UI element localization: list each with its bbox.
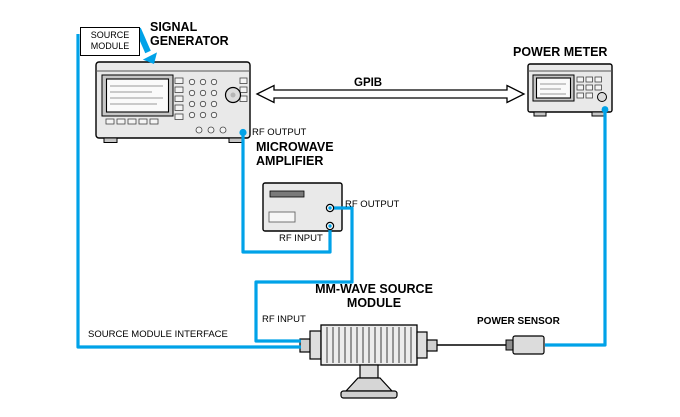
gpib-bus-arrow — [255, 84, 526, 104]
microwave-amplifier-label: MICROWAVE AMPLIFIER — [256, 140, 334, 168]
power-sensor-device — [437, 335, 545, 355]
source-module-interface-label: SOURCE MODULE INTERFACE — [88, 329, 228, 340]
rf-cable-amp-to-module — [254, 206, 354, 343]
siggen-rf-output-label: RF OUTPUT — [252, 127, 307, 138]
power-meter-label: POWER METER — [513, 45, 608, 59]
power-meter-sensor-connector — [601, 106, 609, 113]
microwave-amplifier-device — [262, 182, 343, 232]
module-stand-neck — [359, 364, 379, 379]
amp-rf-output-label: RF OUTPUT — [345, 199, 400, 210]
amp-rf-input-label: RF INPUT — [279, 233, 323, 244]
siggen-keypad — [188, 77, 248, 119]
module-rf-input-label: RF INPUT — [262, 314, 306, 325]
power-meter-buttons — [576, 76, 602, 99]
siggen-softkeys — [174, 77, 184, 120]
siggen-rf-output-connector — [239, 128, 247, 137]
power-sensor-label: POWER SENSOR — [477, 316, 560, 327]
signal-generator-device — [95, 61, 251, 143]
siggen-display — [105, 78, 170, 113]
module-stand-flare — [344, 377, 394, 392]
signal-generator-label: SIGNAL GENERATOR — [150, 20, 229, 48]
amplifier-vent — [269, 190, 305, 198]
module-right-connector — [426, 339, 438, 352]
power-meter-display — [535, 77, 572, 99]
mmwave-source-module-device — [299, 324, 438, 399]
module-left-connector — [299, 338, 311, 353]
cable-sensor-to-meter — [545, 110, 607, 347]
power-meter-knob — [597, 92, 607, 102]
gpib-label: GPIB — [354, 77, 383, 89]
source-module-callout: SOURCE MODULE — [80, 27, 140, 56]
siggen-lower-buttons — [105, 118, 227, 134]
module-stand-base — [340, 390, 398, 399]
rf-cable-siggen-to-amp — [241, 133, 332, 254]
amplifier-label-plate — [268, 211, 296, 223]
power-meter-device — [527, 63, 613, 117]
mmwave-source-module-label: MM-WAVE SOURCE MODULE — [315, 282, 433, 310]
source-module-interface-cable — [76, 34, 301, 349]
